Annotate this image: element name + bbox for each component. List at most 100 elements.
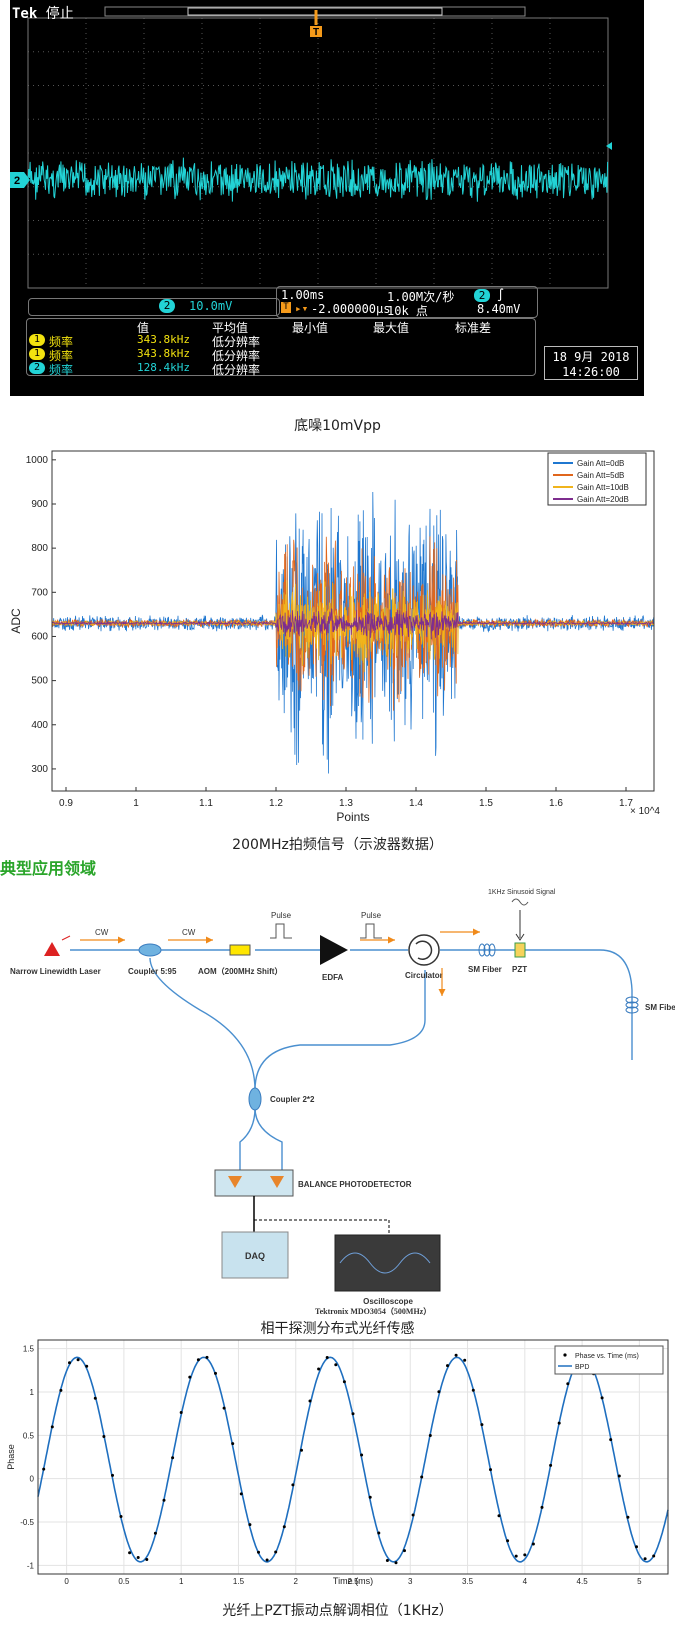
phase-point-40 (385, 1559, 389, 1562)
beat-x-tick-3: 1.2 (269, 798, 283, 809)
beat-plot-frame (51, 450, 655, 792)
beat-legend-label-3: Gain Att=20dB (577, 495, 629, 504)
fiber-paths (70, 949, 633, 1170)
beat-y-tick-3: 600 (31, 631, 48, 642)
phase-y-tick-5: 1.5 (23, 1345, 35, 1354)
phase-point-3 (68, 1361, 71, 1365)
coupler2-label: Coupler 2*2 (270, 1095, 315, 1104)
phase-x-axis-label: Time (ms) (333, 1576, 373, 1586)
aom-label: AOM（200MHz Shift） (198, 966, 282, 976)
phase-x-tick-1: 0.5 (118, 1577, 130, 1586)
phase-point-57 (531, 1542, 535, 1546)
phase-x-tick-9: 4.5 (577, 1577, 589, 1586)
phase-legend-box (554, 1345, 664, 1375)
coupler2-icon (248, 1087, 262, 1111)
phase-point-28 (282, 1525, 286, 1529)
laser-label: Narrow Linewidth Laser (10, 967, 101, 976)
datetime-box: 18 9月 2018 14:26:00 (544, 346, 638, 380)
phase-point-14 (162, 1498, 166, 1502)
trigger-level: 8.40mV (477, 302, 521, 316)
phase-point-55 (514, 1554, 518, 1558)
cw-label-1: CW (95, 928, 109, 937)
laser-icon (44, 935, 71, 956)
phase-y-tick-3: 0.5 (23, 1431, 35, 1440)
oscilloscope-screen: T 2 (10, 0, 644, 396)
ch2-noise-trace (27, 157, 609, 202)
phase-point-56 (523, 1553, 527, 1557)
phase-point-10 (128, 1551, 132, 1555)
phase-point-21 (222, 1406, 226, 1410)
oscilloscope-icon (334, 1234, 441, 1292)
caption-noise: 底噪10mVpp (294, 418, 381, 434)
sinusoid-label: 1KHz Sinusoid Signal (488, 889, 556, 896)
phase-point-52 (489, 1468, 492, 1472)
pulse-icon-1 (270, 923, 292, 939)
phase-point-67 (617, 1474, 621, 1478)
phase-point-68 (626, 1515, 630, 1519)
acquisition-status: 停止 (45, 6, 74, 22)
phase-point-1 (50, 1425, 54, 1429)
beat-legend-box (547, 452, 647, 506)
phase-point-25 (257, 1550, 260, 1554)
phase-point-6 (93, 1396, 97, 1400)
osc-label: Oscilloscope (363, 1297, 413, 1306)
beat-x-tick-8: 1.7 (619, 798, 633, 809)
phase-point-30 (300, 1448, 303, 1452)
sm-fiber-coil-1 (478, 943, 496, 957)
phase-point-58 (540, 1505, 544, 1509)
phase-x-tick-7: 3.5 (462, 1577, 474, 1586)
beat-y-tick-4: 700 (31, 587, 48, 598)
phase-point-59 (549, 1463, 553, 1467)
phase-y-tick-0: -1 (27, 1561, 35, 1570)
phase-point-22 (231, 1442, 235, 1446)
sm-fiber-label-2: SM Fiber (645, 1003, 675, 1012)
aom-icon (229, 944, 251, 956)
brand-label: Tek 停止 (12, 6, 74, 22)
trigger-level-arrow (606, 142, 612, 150)
phase-x-tick-3: 1.5 (233, 1577, 245, 1586)
meas-row-1: 1 频率 343.8kHz 低分辨率 (29, 333, 529, 349)
phase-x-tick-4: 2 (294, 1577, 299, 1586)
sm-fiber-coil-2 (625, 996, 639, 1014)
phase-point-61 (566, 1382, 570, 1386)
phase-point-48 (454, 1353, 458, 1357)
bpd-box (214, 1169, 294, 1197)
beat-x-tick-1: 1 (133, 798, 139, 809)
circulator-icon (408, 934, 440, 966)
phase-point-31 (308, 1399, 312, 1403)
phase-point-54 (506, 1539, 510, 1543)
phase-point-36 (351, 1412, 355, 1416)
phase-x-tick-0: 0 (64, 1577, 69, 1586)
phase-point-15 (171, 1456, 175, 1460)
sample-rate: 1.00M次/秒 (387, 290, 455, 304)
beat-y-tick-7: 1000 (26, 455, 49, 466)
phase-point-5 (85, 1364, 89, 1368)
pzt-label: PZT (512, 965, 527, 974)
phase-point-46 (437, 1390, 441, 1394)
timebase-box: 1.00ms 1.00M次/秒 2 ∫ T ▸▾ -2.000000µs 10k… (276, 286, 538, 318)
phase-x-tick-2: 1 (179, 1577, 184, 1586)
trigger-delay: -2.000000µs (311, 302, 391, 316)
phase-plot-frame (37, 1339, 669, 1575)
daq-box (221, 1231, 289, 1279)
phase-point-39 (377, 1531, 381, 1535)
phase-point-44 (420, 1475, 424, 1479)
phase-legend-label-1: BPD (575, 1364, 589, 1371)
oscilloscope-screenshot: T 2 Tek 停止 2 10.0mV 1.00ms 1.00M次/秒 2 ∫ … (10, 0, 644, 396)
phase-legend-label-0: Phase vs. Time (ms) (575, 1353, 639, 1360)
bpd-label: BALANCE PHOTODETECTOR (298, 1180, 412, 1189)
phase-point-50 (471, 1388, 475, 1392)
trigger-slope: ∫ (497, 288, 505, 302)
phase-point-26 (265, 1558, 269, 1562)
trigger-marker-text: T (313, 27, 319, 38)
pulse-label-1: Pulse (271, 911, 292, 920)
meas-row-3: 2 频率 128.4kHz 低分辨率 (29, 361, 529, 377)
meas-header-min: 最小值 (292, 321, 329, 335)
phase-point-49 (463, 1358, 467, 1362)
section-title: 典型应用领域 (0, 859, 97, 878)
phase-legend: Phase vs. Time (ms) BPD (554, 1345, 664, 1375)
phase-point-24 (248, 1523, 252, 1527)
phase-point-45 (428, 1434, 432, 1437)
